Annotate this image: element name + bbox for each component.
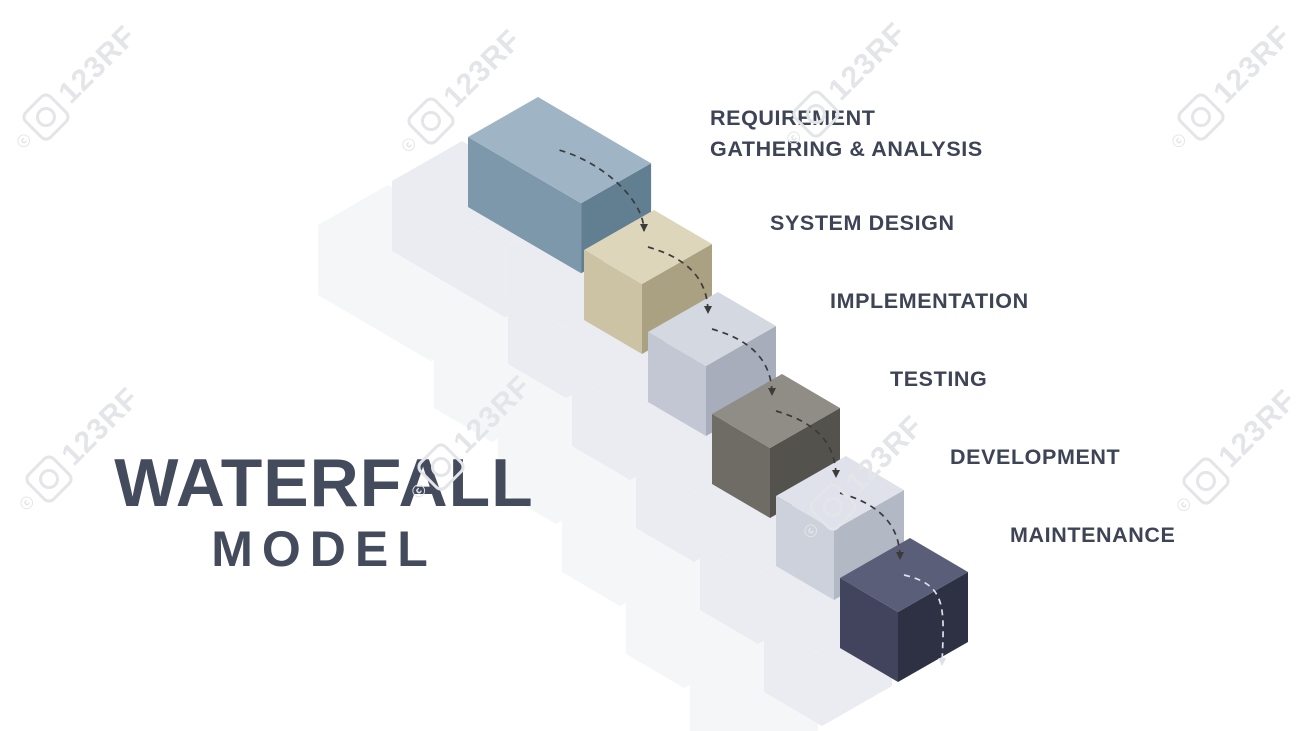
flow-arrow-4 [775, 410, 840, 478]
face-front [468, 137, 582, 274]
face-front [700, 540, 758, 644]
face-front [498, 420, 556, 524]
face-front [690, 666, 748, 731]
step-label-5: DEVELOPMENT [950, 445, 1121, 469]
face-front [584, 250, 642, 354]
flow-arrow-2 [647, 246, 712, 314]
face-front [776, 496, 834, 600]
step-label-4: TESTING [890, 367, 988, 391]
flow-arrow-1 [559, 149, 648, 232]
subtitle: MODEL [211, 521, 437, 578]
flow-arrow-5 [839, 492, 904, 560]
face-front [562, 502, 620, 606]
face-front [434, 338, 492, 442]
face-front [508, 294, 566, 398]
face-front [764, 622, 822, 726]
step-label-1: REQUIREMENT GATHERING & ANALYSIS [710, 106, 983, 162]
title: WATERFALL [114, 445, 534, 521]
face-front [318, 225, 432, 362]
face-side [898, 572, 968, 682]
step-label-2: SYSTEM DESIGN [770, 211, 955, 235]
face-front [840, 578, 898, 682]
flow-arrows [559, 149, 947, 666]
step-label-6: MAINTENANCE [1010, 523, 1176, 547]
face-front [626, 584, 684, 688]
flow-arrow-6 [903, 574, 947, 666]
step-label-3: IMPLEMENTATION [830, 289, 1029, 313]
title-block: WATERFALL MODEL [88, 445, 560, 579]
face-front [636, 458, 694, 562]
face-front [648, 332, 706, 436]
face-front [572, 376, 630, 480]
face-front [392, 181, 506, 318]
flow-arrow-3 [711, 328, 776, 396]
face-front [712, 414, 770, 518]
